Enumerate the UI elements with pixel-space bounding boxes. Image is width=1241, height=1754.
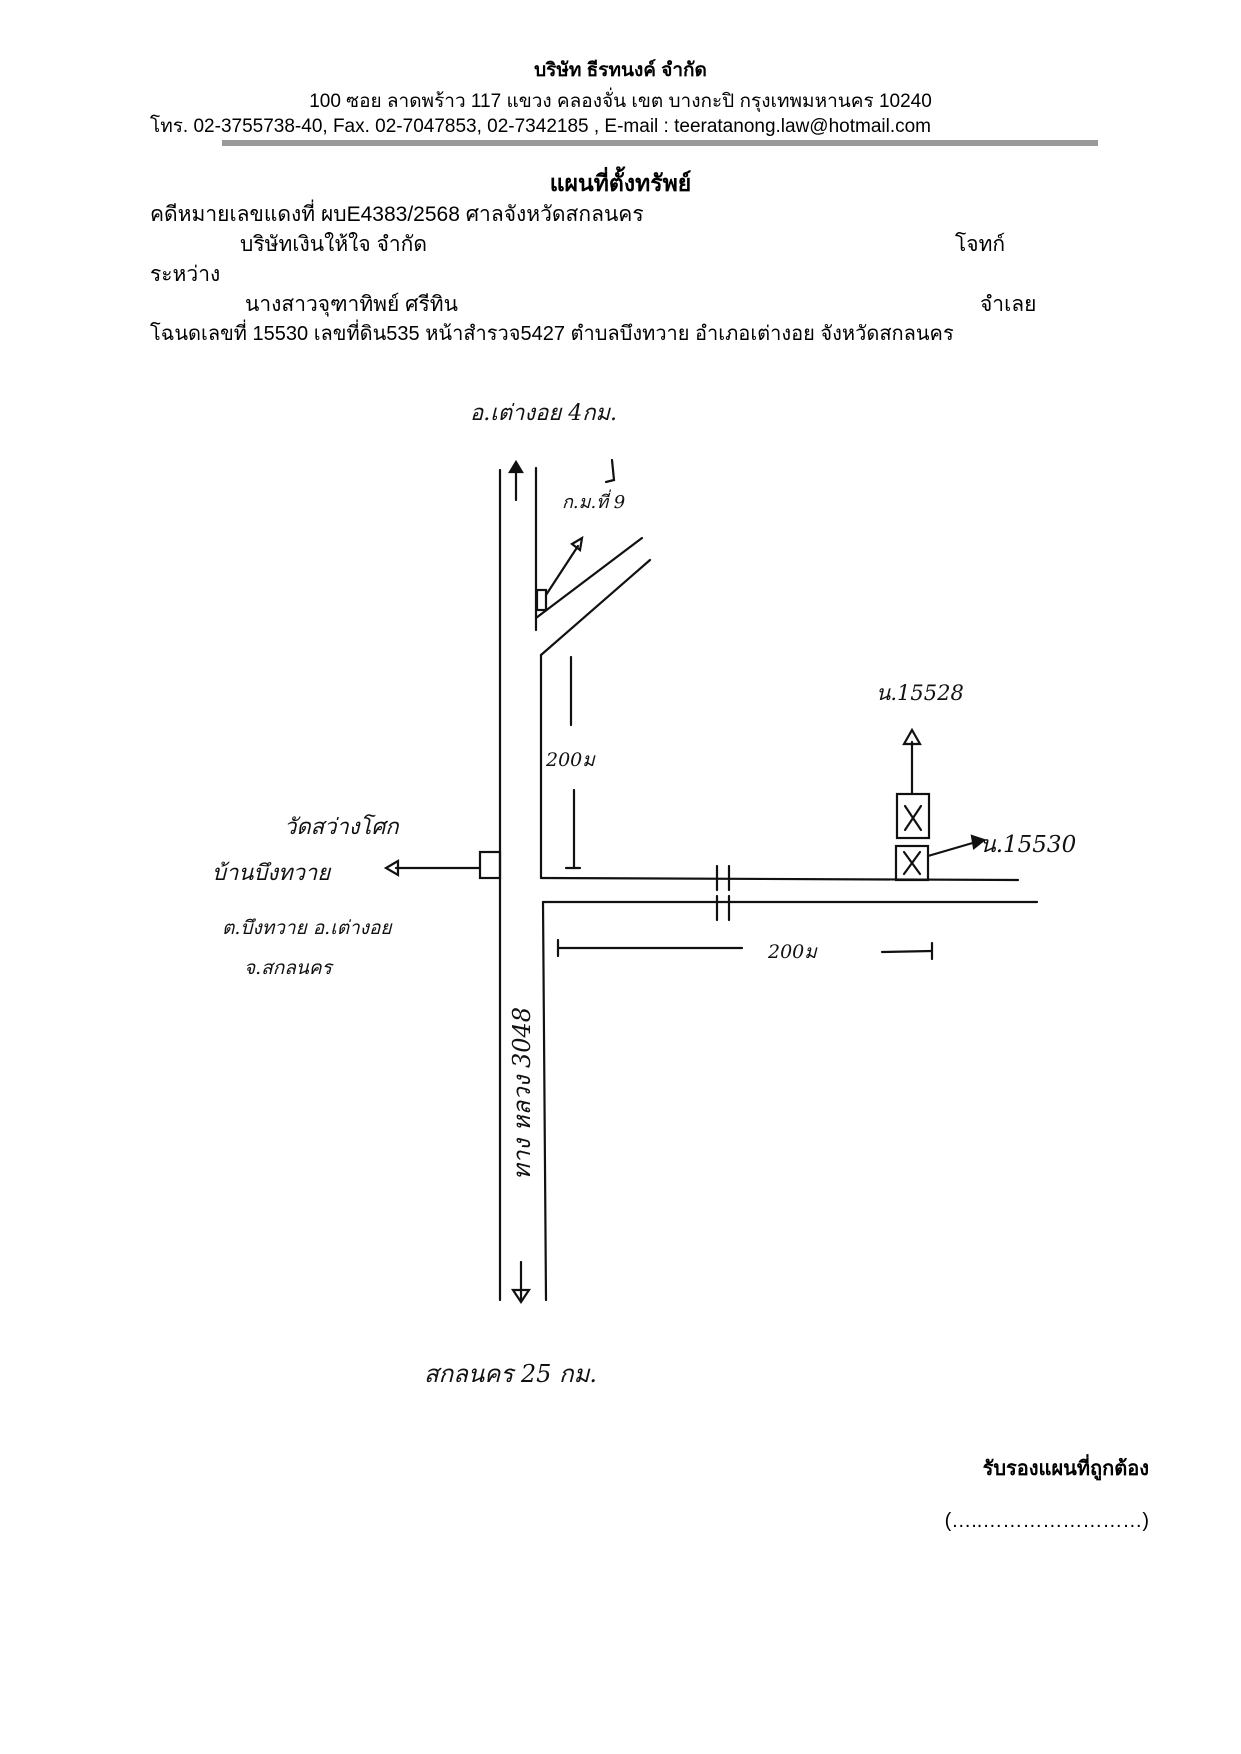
deed-15528-label: น.15528 [876,681,964,705]
km-marker-post [535,588,548,612]
north-arrowhead [508,459,524,474]
north-direction-label: อ.เต่างอย 4กม. [470,401,617,426]
main-road-right-edge-lower [541,900,548,1302]
signature-line: (…..……………………) [944,1510,1149,1532]
plot-15530-pointer [926,840,978,858]
temple-label: วัดสว่างโศก [284,814,400,840]
road-label: ทาง หลวง 3048 [508,1007,536,1180]
between-label: ระหว่าง [150,263,221,286]
document-title: แผนที่ตั้งทรัพย์ [549,170,692,196]
south-direction-label: สกลนคร 25 กม. [424,1360,597,1388]
company-contact: โทร. 02-3755738-40, Fax. 02-7047853, 02-… [150,116,932,137]
south-arrowhead [510,1288,532,1304]
plaintiff-role: โจทก์ [955,233,1006,256]
side-road-top-edge [539,876,1020,882]
km-marker-arrowhead [570,535,584,552]
deed-details: โฉนดเลขที่ 15530 เลขที่ดิน535 หน้าสำรวจ5… [150,323,954,345]
plot-15530-x [902,850,922,876]
vertical-distance-label: 200ม [545,749,596,771]
company-address: 100 ซอย ลาดพร้าว 117 แขวง คลองจั่น เขต บ… [309,91,932,112]
plot-15528-box [895,792,931,840]
village-marker [478,850,502,880]
branch-road-lower-edge [539,558,652,657]
horizontal-distance-right [880,949,934,954]
plot-15528-x [903,804,923,832]
deed-15530-label: น.15530 [980,832,1076,858]
case-number: คดีหมายเลขแดงที่ ผบE4383/2568 ศาลจังหวัด… [150,203,644,226]
province-label: จ.สกลนคร [244,957,335,979]
subdistrict-label: ต.บึงทวาย อ.เต่างอย [222,917,393,939]
company-name: บริษัท ธีรทนงค์ จำกัด [534,60,707,81]
branch-km-label: ก.ม.ที่ 9 [562,489,625,513]
defendant-role: จำเลย [980,293,1037,316]
km-marker-hook [604,458,616,484]
village-label: บ้านบึงทวาย [212,861,332,886]
plot-15530-box [894,844,930,882]
plaintiff-name: บริษัทเงินให้ใจ จำกัด [240,233,428,256]
branch-road-upper-edge [534,536,644,620]
header-divider [222,140,1098,146]
certification-text: รับรองแผนที่ถูกต้อง [982,1458,1149,1480]
km-marker-pointer [544,544,580,597]
defendant-name: นางสาวจุฑาทิพย์ ศรีทิน [245,293,458,316]
horizontal-distance-label: 200ม [767,941,818,963]
plot-15530-arrowhead [970,834,987,851]
plot-15528-arrowhead [902,727,922,746]
village-arrowhead [383,859,400,877]
